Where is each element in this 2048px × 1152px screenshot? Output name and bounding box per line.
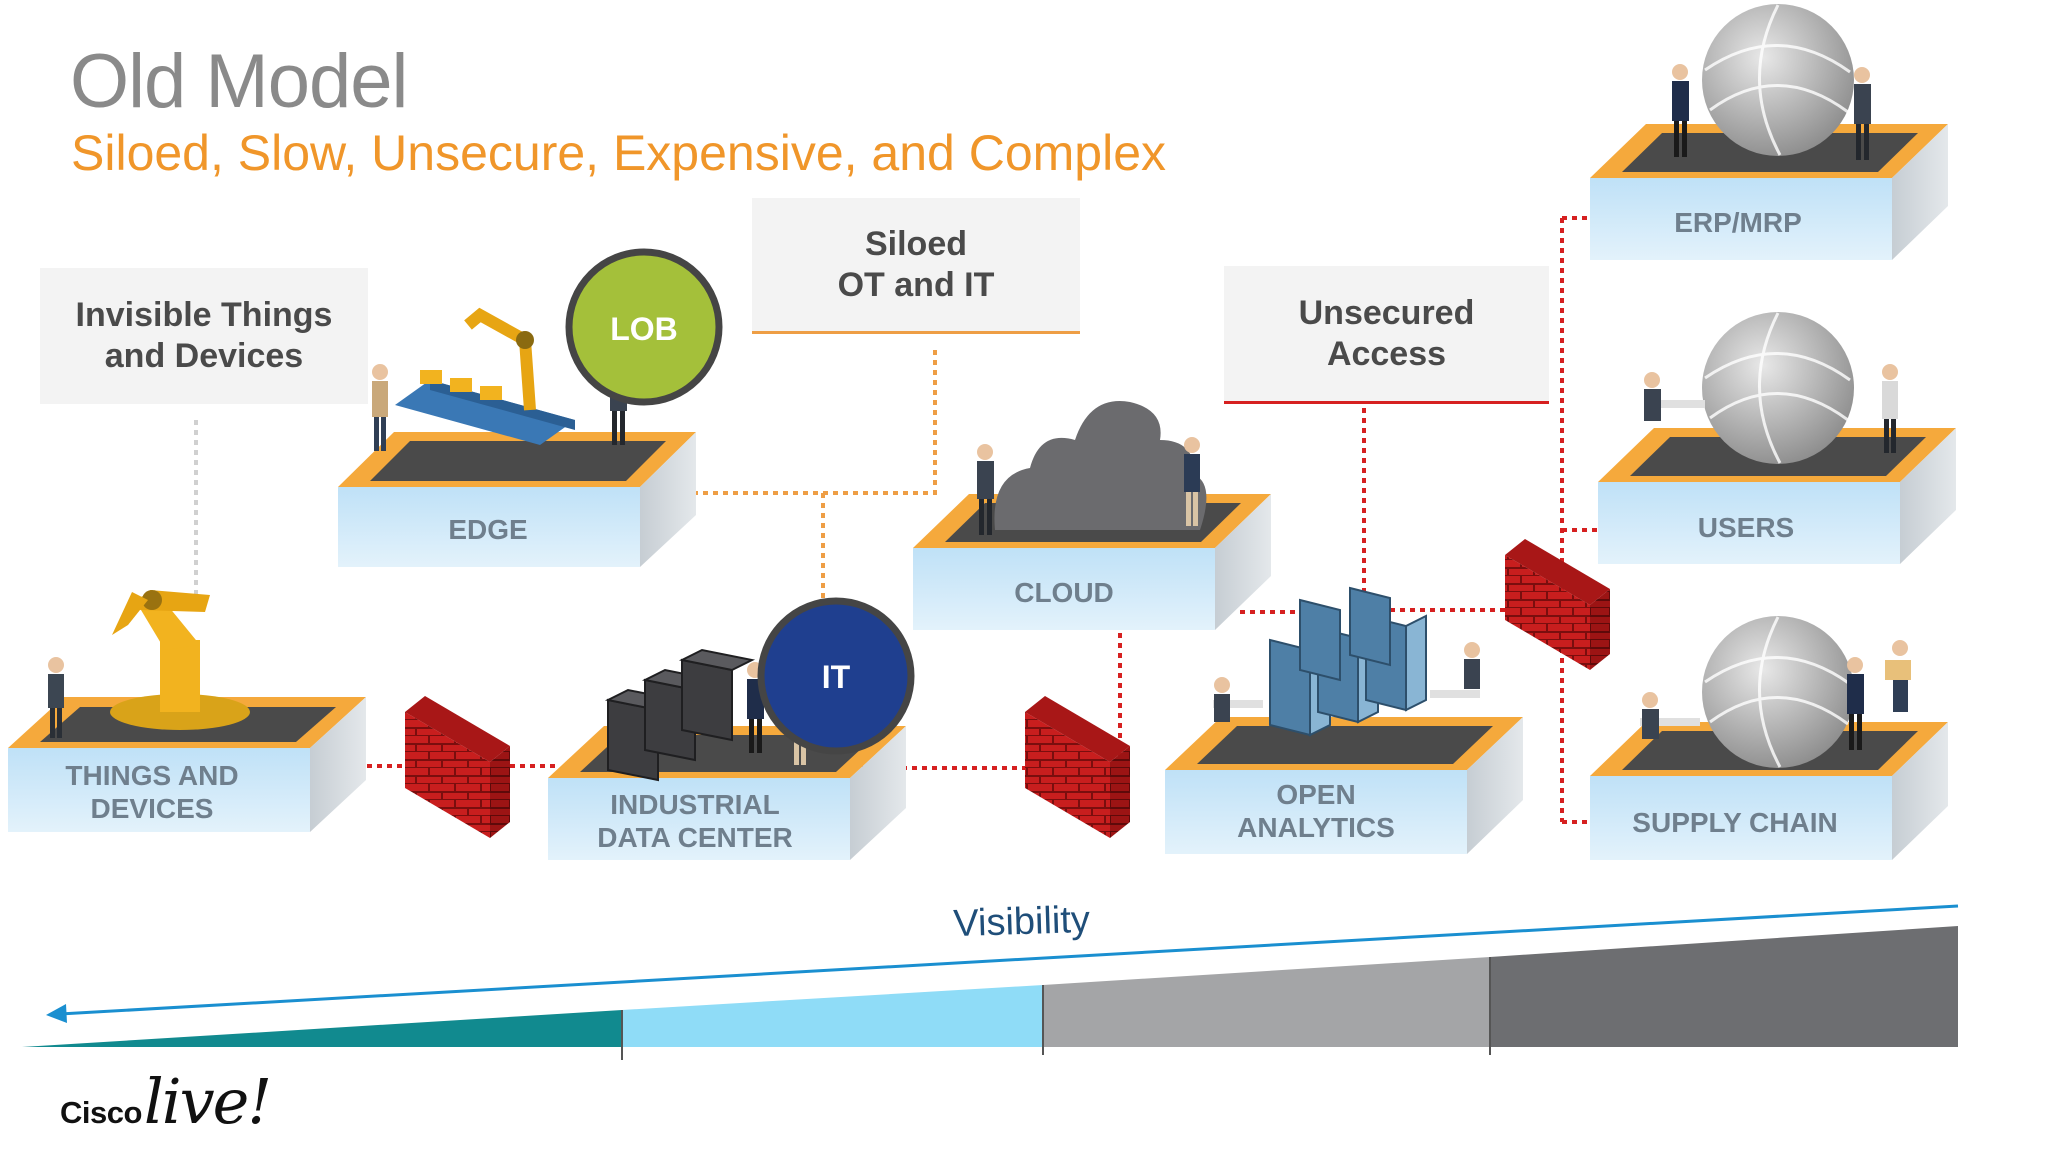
connector-siloed-edge xyxy=(660,350,937,495)
firewall-right xyxy=(1505,539,1610,670)
globe-icon xyxy=(1702,616,1854,768)
visibility-segment-4 xyxy=(1490,926,1958,1047)
platform-users: USERS xyxy=(1598,312,1956,564)
callout-siloed-ot-it: Siloed OT and IT xyxy=(752,198,1080,334)
box-label-edge: EDGE xyxy=(448,514,527,545)
page-title: Old Model xyxy=(70,39,408,124)
arrowhead-left-icon xyxy=(46,1004,67,1023)
callout-invisible-line2: and Devices xyxy=(104,337,304,375)
box-label-oa-line2: ANALYTICS xyxy=(1237,812,1395,843)
callout-invisible-line1: Invisible Things xyxy=(75,296,333,334)
page-subtitle: Siloed, Slow, Unsecure, Expensive, and C… xyxy=(71,125,1167,181)
bubble-lob: LOB xyxy=(565,248,723,406)
platform-industrial-data-center: INDUSTRIAL DATA CENTER xyxy=(548,648,906,860)
platform-things-and-devices: THINGS AND DEVICES xyxy=(8,590,366,832)
brand-live: live! xyxy=(143,1065,272,1138)
callout-unsecured-access: Unsecured Access xyxy=(1224,266,1549,404)
bubble-it: IT xyxy=(757,597,915,755)
callout-unsecured-line2: Access xyxy=(1326,334,1447,373)
box-label-things-line2: DEVICES xyxy=(91,793,214,824)
box-label-erp: ERP/MRP xyxy=(1674,207,1802,238)
visibility-arrow xyxy=(59,904,1959,1016)
platform-open-analytics: OPEN ANALYTICS xyxy=(1165,586,1523,854)
box-label-dc-line2: DATA CENTER xyxy=(597,822,792,853)
box-label-dc-line1: INDUSTRIAL xyxy=(610,789,780,820)
visibility-segment-2 xyxy=(622,985,1043,1047)
firewall-middle xyxy=(1025,696,1130,838)
box-label-oa-line1: OPEN xyxy=(1276,779,1355,810)
callout-unsecured-line1: Unsecured xyxy=(1298,293,1475,332)
firewall-left xyxy=(405,696,510,838)
callout-siloed-line2: OT and IT xyxy=(837,265,995,304)
visibility-segment-3 xyxy=(1043,957,1490,1047)
box-label-things-line1: THINGS AND xyxy=(65,760,238,791)
platform-cloud: CLOUD xyxy=(913,401,1271,630)
platform-supply-chain: SUPPLY CHAIN xyxy=(1590,616,1948,860)
bubble-lob-label: LOB xyxy=(610,311,678,347)
callout-invisible-things: Invisible Things and Devices xyxy=(40,268,368,404)
box-label-cloud: CLOUD xyxy=(1014,577,1114,608)
cloud-icon xyxy=(994,401,1207,530)
platform-erp-mrp: ERP/MRP xyxy=(1590,4,1948,260)
brand-cisco: Cisco xyxy=(60,1095,142,1130)
visibility-label: Visibility xyxy=(953,899,1091,945)
box-label-supply: SUPPLY CHAIN xyxy=(1632,807,1837,838)
visibility-bar: Visibility xyxy=(22,899,1959,1060)
cisco-live-logo: Cisco live! xyxy=(60,1065,272,1138)
globe-icon xyxy=(1702,4,1854,156)
bubble-it-label: IT xyxy=(822,659,851,695)
globe-icon xyxy=(1702,312,1854,464)
box-label-users: USERS xyxy=(1698,512,1794,543)
visibility-segment-1 xyxy=(22,1010,622,1047)
callout-siloed-line1: Siloed xyxy=(864,224,968,263)
